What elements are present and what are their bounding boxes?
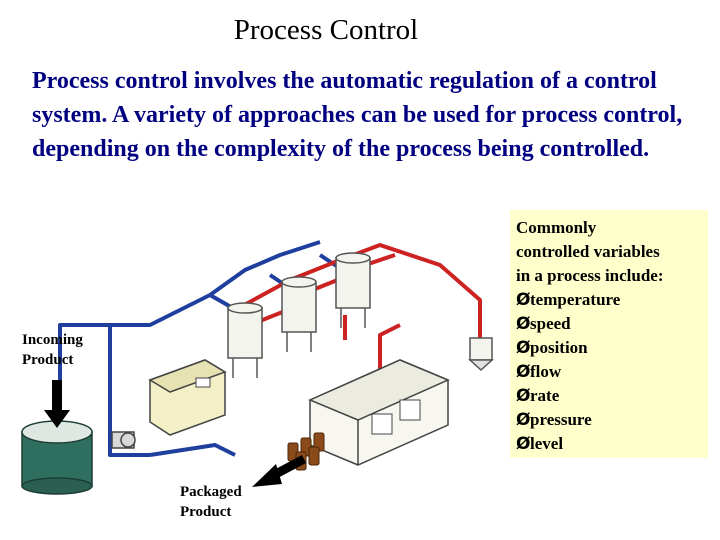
packaging-machine: [308, 359, 450, 466]
bullet-arrow-icon: Ø: [516, 362, 531, 382]
bullet-arrow-icon: Ø: [516, 338, 531, 358]
incoming-storage-tank: [21, 420, 93, 495]
bullet-arrow-icon: Ø: [516, 410, 531, 430]
packaged-product-label: Packaged Product: [180, 484, 242, 520]
slide-title: Process Control: [233, 14, 419, 46]
intro-paragraph: Process control involves the automatic r…: [32, 68, 683, 162]
process-tank: [281, 276, 317, 352]
control-cabinet: [148, 359, 227, 436]
incoming-arrow-icon: [44, 380, 70, 428]
outgoing-arrow-icon: [252, 455, 306, 487]
cold-pipe-network: [58, 240, 352, 457]
box-intro-line: Commonly: [516, 218, 597, 237]
variable-item: Øposition: [516, 338, 588, 358]
bottle-group: [287, 432, 325, 471]
pump: [111, 431, 136, 449]
variable-item: Ølevel: [516, 434, 564, 454]
variable-item: Øpressure: [516, 410, 592, 430]
variable-item: Ørate: [516, 386, 560, 406]
bullet-arrow-icon: Ø: [516, 386, 531, 406]
bullet-arrow-icon: Ø: [516, 290, 531, 310]
bullet-arrow-icon: Ø: [516, 434, 531, 454]
box-intro-line: controlled variables: [516, 242, 660, 261]
tank-row: [227, 252, 371, 378]
controlled-variables-box: Commonly controlled variables in a proce…: [510, 210, 708, 458]
box-intro-line: in a process include:: [516, 266, 664, 285]
variable-item: Øtemperature: [516, 290, 621, 310]
process-diagram: [21, 240, 494, 495]
variable-list: Øtemperature Øspeed Øposition Øflow Ørat…: [516, 288, 704, 456]
process-tank: [227, 302, 263, 378]
incoming-product-label: Incoming Product: [22, 332, 83, 368]
buffer-tank: [468, 337, 494, 372]
variable-item: Øspeed: [516, 314, 571, 334]
process-tank: [335, 252, 371, 328]
variable-item: Øflow: [516, 362, 562, 382]
bullet-arrow-icon: Ø: [516, 314, 531, 334]
